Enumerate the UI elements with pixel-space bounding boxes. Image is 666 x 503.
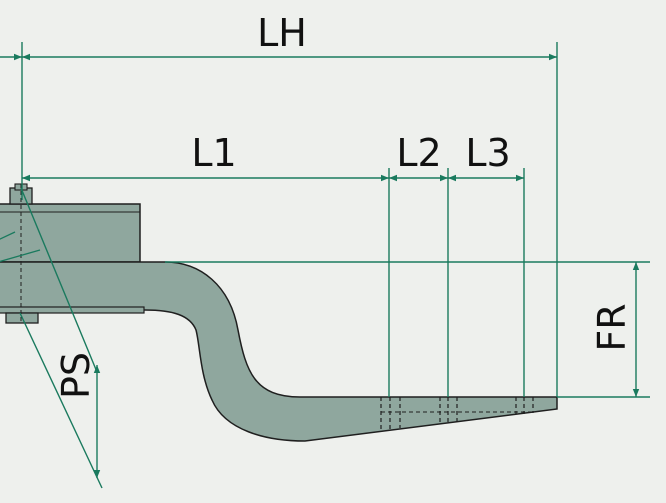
label-ps: PS (54, 352, 98, 399)
ps-dimension (19, 187, 103, 489)
label-l1: L1 (191, 131, 236, 175)
label-l2: L2 (396, 131, 441, 175)
label-l3: L3 (465, 131, 510, 175)
hole-markers (380, 397, 534, 430)
label-fr: FR (590, 303, 634, 351)
pivot-radial-lines (0, 231, 41, 263)
label-lh: LH (257, 11, 307, 55)
extension-lines (21, 42, 650, 398)
top-clamp-plate (0, 203, 141, 263)
